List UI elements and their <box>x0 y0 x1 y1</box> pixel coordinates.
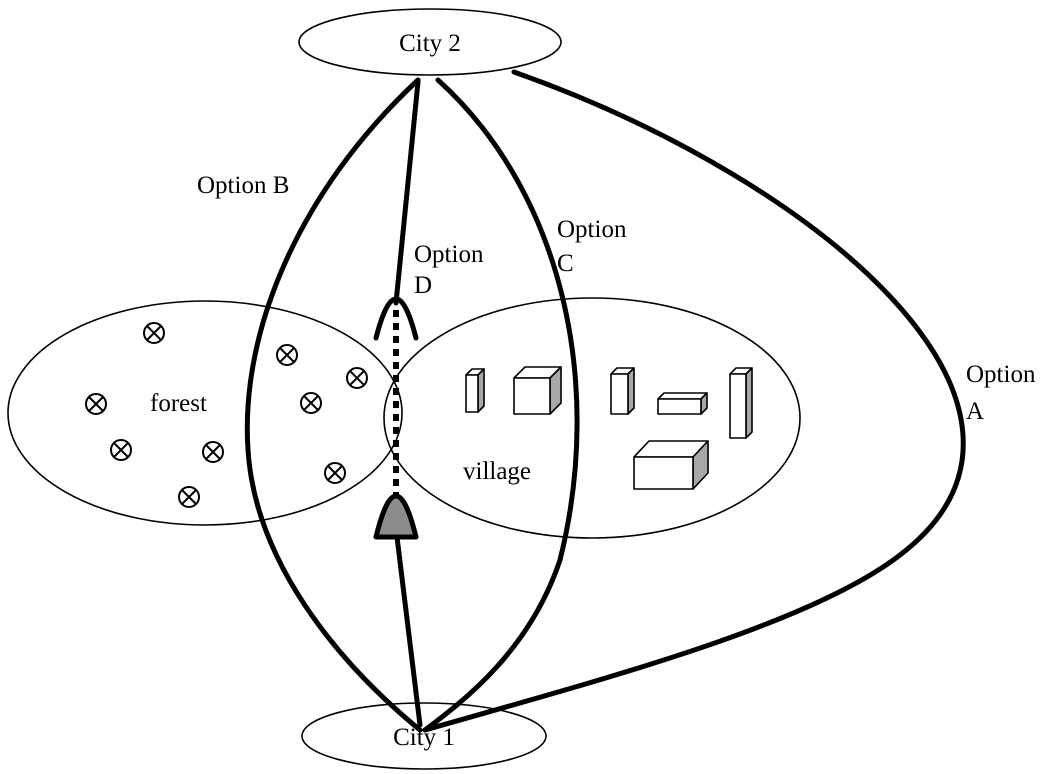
building-icon <box>610 367 635 415</box>
building-icon <box>513 366 562 415</box>
option-a-label-line2: A <box>966 398 984 425</box>
tree-icon <box>85 393 107 415</box>
option-a-route <box>422 69 966 733</box>
option-c-label-line1: Option <box>557 216 627 243</box>
option-d-upper-route <box>393 79 421 306</box>
village-buildings <box>465 366 753 490</box>
option-c-route <box>422 77 580 733</box>
tree-icon <box>202 441 224 463</box>
building-icon <box>633 440 709 490</box>
building-icon <box>657 392 708 415</box>
tree-icon <box>346 367 368 389</box>
option-d-label-line1: Option <box>414 241 484 268</box>
tree-icon <box>143 322 165 344</box>
building-icon <box>729 367 753 439</box>
city-1-node <box>301 702 547 770</box>
tree-icon <box>276 344 298 366</box>
tree-icon <box>178 486 200 508</box>
village-region <box>383 297 801 539</box>
forest-region <box>7 300 403 526</box>
building-icon <box>465 368 485 413</box>
city-2-label: City 2 <box>399 30 461 57</box>
option-d-label-line2: D <box>414 272 432 299</box>
option-a-label-line1: Option <box>966 361 1036 388</box>
option-d-lower-route <box>394 534 423 728</box>
tree-icon <box>324 462 346 484</box>
forest-trees <box>85 322 368 508</box>
city-2-node <box>298 8 562 76</box>
option-b-label: Option B <box>197 172 289 199</box>
tree-icon <box>110 439 132 461</box>
forest-label: forest <box>150 390 207 417</box>
tree-icon <box>300 392 322 414</box>
option-c-label-line2: C <box>557 250 574 277</box>
tunnel-upper-portal-arch <box>373 296 419 341</box>
village-label: village <box>463 458 531 485</box>
city-1-label: City 1 <box>393 724 455 751</box>
option-b-route <box>244 77 423 733</box>
tunnel-lower-portal-arch <box>373 493 419 540</box>
